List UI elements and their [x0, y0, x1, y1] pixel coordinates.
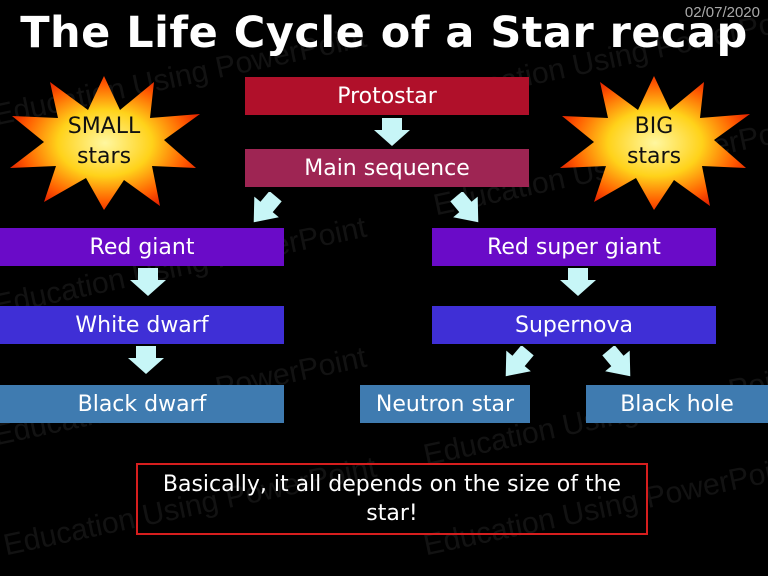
- slide-date: 02/07/2020: [684, 4, 760, 21]
- big-stars-line1: BIG: [634, 114, 674, 139]
- small-stars-line1: SMALL: [67, 114, 141, 139]
- arrow-down-left-icon: [253, 192, 282, 223]
- small-stars-line2: stars: [76, 144, 132, 169]
- stage-neutron-star: Neutron star: [360, 385, 530, 423]
- small-stars-label: SMALL stars: [4, 72, 204, 212]
- stage-white-dwarf: White dwarf: [0, 306, 284, 344]
- arrow-down-icon: [128, 346, 164, 374]
- big-stars-line2: stars: [626, 144, 682, 169]
- arrow-down-right-icon: [450, 192, 479, 223]
- slide-title: The Life Cycle of a Star recap: [20, 8, 748, 58]
- starburst-icon: [10, 76, 200, 210]
- big-stars-label: BIG stars: [554, 72, 754, 212]
- summary-box: Basically, it all depends on the size of…: [136, 463, 648, 535]
- stage-black-hole: Black hole: [586, 385, 768, 423]
- stage-red-giant: Red giant: [0, 228, 284, 266]
- arrow-down-icon: [130, 268, 166, 296]
- arrow-down-icon: [560, 268, 596, 296]
- stage-protostar: Protostar: [245, 77, 529, 115]
- arrow-down-left-icon: [505, 346, 534, 377]
- arrow-down-right-icon: [602, 346, 631, 377]
- starburst-icon: [560, 76, 750, 210]
- stage-supernova: Supernova: [432, 306, 716, 344]
- arrow-down-icon: [374, 118, 410, 146]
- summary-text: Basically, it all depends on the size of…: [162, 472, 622, 526]
- stage-main-sequence: Main sequence: [245, 149, 529, 187]
- stage-red-super-giant: Red super giant: [432, 228, 716, 266]
- small-stars-burst: SMALL stars: [4, 72, 204, 212]
- stage-black-dwarf: Black dwarf: [0, 385, 284, 423]
- big-stars-burst: BIG stars: [554, 72, 754, 212]
